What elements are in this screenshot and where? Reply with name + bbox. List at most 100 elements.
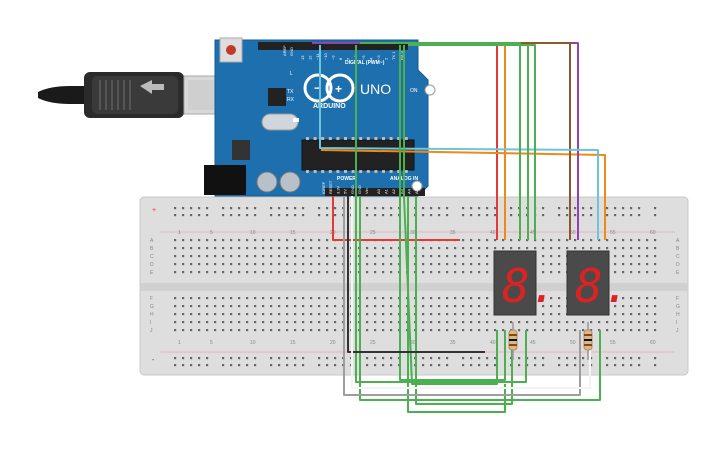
breadboard-hole — [438, 321, 441, 324]
breadboard-hole — [366, 271, 369, 274]
breadboard-hole — [374, 271, 377, 274]
breadboard-hole — [366, 297, 369, 300]
breadboard-hole — [366, 214, 369, 217]
chip-pin — [351, 170, 355, 173]
wire-green-8 — [359, 196, 601, 401]
breadboard-hole — [222, 239, 225, 242]
breadboard-hole — [222, 305, 225, 308]
breadboard-hole — [182, 364, 185, 367]
breadboard-hole — [462, 313, 465, 316]
breadboard-hole — [374, 297, 377, 300]
breadboard-hole — [470, 247, 473, 250]
breadboard-hole — [462, 357, 465, 360]
led-tx-label: TX — [287, 89, 294, 95]
arduino-pin-label: IOREF — [321, 181, 326, 194]
breadboard-hole — [198, 313, 201, 316]
breadboard-hole — [286, 239, 289, 242]
breadboard-row-letter: H — [676, 312, 680, 318]
breadboard-hole — [630, 247, 633, 250]
breadboard-hole — [494, 329, 497, 332]
breadboard-hole — [430, 313, 433, 316]
breadboard-hole — [310, 297, 313, 300]
breadboard-hole — [230, 207, 233, 210]
arduino-pin-label: ~10 — [323, 52, 328, 60]
breadboard-hole — [366, 263, 369, 266]
arduino-pin-label: 13 — [300, 55, 305, 60]
breadboard-hole — [174, 297, 177, 300]
svg-text:+: + — [335, 82, 342, 96]
breadboard-hole — [470, 239, 473, 242]
breadboard-hole — [238, 357, 241, 360]
breadboard-hole — [622, 214, 625, 217]
breadboard-hole — [334, 329, 337, 332]
breadboard-hole — [422, 364, 425, 367]
arduino-pin-label: ~11 — [315, 53, 320, 60]
breadboard-hole — [558, 329, 561, 332]
breadboard-hole — [550, 239, 553, 242]
breadboard-hole — [286, 263, 289, 266]
breadboard-hole — [254, 321, 257, 324]
breadboard-hole — [374, 321, 377, 324]
breadboard-hole — [478, 207, 481, 210]
breadboard-hole — [542, 214, 545, 217]
breadboard-hole — [174, 357, 177, 360]
breadboard-hole — [422, 357, 425, 360]
chip-pin — [344, 137, 347, 140]
breadboard-hole — [646, 239, 649, 242]
breadboard-hole — [582, 207, 585, 210]
breadboard-hole — [454, 305, 457, 308]
breadboard-row-letter: G — [676, 304, 680, 310]
breadboard-hole — [206, 255, 209, 258]
breadboard-hole — [286, 271, 289, 274]
breadboard-hole — [334, 207, 337, 210]
breadboard-hole — [206, 214, 209, 217]
breadboard-hole — [230, 255, 233, 258]
breadboard-hole — [510, 239, 513, 242]
breadboard-hole — [478, 357, 481, 360]
breadboard-row-letter: F — [676, 296, 679, 302]
breadboard-hole — [326, 263, 329, 266]
wire-white — [351, 196, 591, 389]
breadboard-hole — [326, 255, 329, 258]
aref-label: AREF — [282, 45, 287, 56]
breadboard-hole — [270, 357, 273, 360]
breadboard-hole — [614, 263, 617, 266]
breadboard-hole — [238, 297, 241, 300]
breadboard-hole — [334, 364, 337, 367]
breadboard-hole — [558, 239, 561, 242]
breadboard-hole — [462, 255, 465, 258]
breadboard-hole — [326, 247, 329, 250]
breadboard-hole — [302, 364, 305, 367]
breadboard-hole — [422, 214, 425, 217]
breadboard-hole — [366, 255, 369, 258]
breadboard-hole — [262, 239, 265, 242]
breadboard-hole — [590, 239, 593, 242]
breadboard-hole — [270, 263, 273, 266]
breadboard-hole — [294, 263, 297, 266]
breadboard-hole — [590, 357, 593, 360]
breadboard-hole — [174, 329, 177, 332]
breadboard-column-number: 55 — [610, 230, 616, 236]
breadboard-hole — [526, 329, 529, 332]
breadboard-hole — [614, 207, 617, 210]
breadboard-hole — [646, 313, 649, 316]
breadboard-hole — [654, 247, 657, 250]
breadboard-hole — [478, 297, 481, 300]
breadboard-row-letter: B — [150, 246, 154, 252]
breadboard-hole — [614, 255, 617, 258]
breadboard-hole — [590, 214, 593, 217]
breadboard-hole — [230, 263, 233, 266]
breadboard-hole — [174, 321, 177, 324]
breadboard-hole — [334, 305, 337, 308]
breadboard-column-number: 40 — [490, 340, 496, 346]
breadboard-hole — [254, 297, 257, 300]
breadboard-hole — [518, 364, 521, 367]
breadboard-hole — [438, 214, 441, 217]
breadboard-hole — [638, 357, 641, 360]
breadboard-hole — [638, 313, 641, 316]
breadboard-hole — [262, 313, 265, 316]
breadboard-hole — [454, 271, 457, 274]
breadboard-hole — [614, 297, 617, 300]
breadboard-hole — [334, 247, 337, 250]
breadboard-hole — [262, 271, 265, 274]
